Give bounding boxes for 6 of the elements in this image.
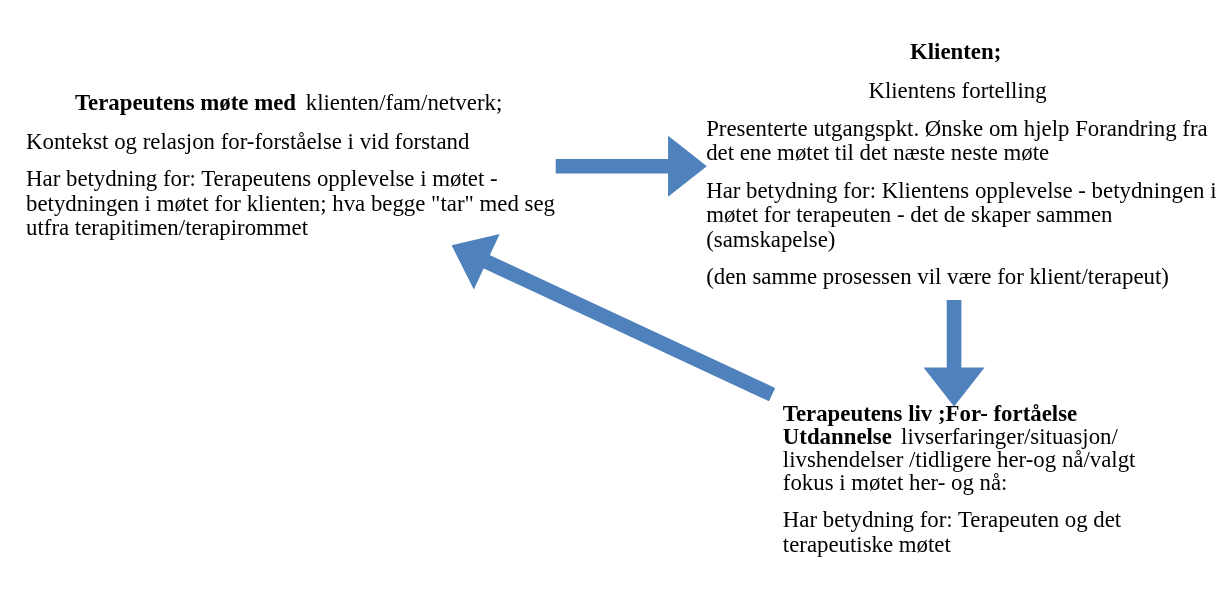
arrow [923, 299, 985, 406]
node-text: Terapeutens møte med klienten/fam/netverk; Kontekst og relasjon for-forståelse i vid forstand Har betydning for: Terapeutens opplevelse i møtet - betydningen i møtet for klienten; hva begge "tar" med seg utfra terapitimen/terapirommet [26, 89, 555, 240]
arrow [555, 135, 707, 197]
node-text: Klienten; Klientens fortelling Presenterte utgangspkt. Ønske om hjelp Forandring fra det ene møtet til det næste neste møte Har betydning for: Klientens opplevelse - betydningen i møtet for terapeuten - det de skaper sammen (samskapelse) (den samme prosessen vil være for klient/terapeut) [706, 38, 1217, 289]
arrow [451, 233, 776, 401]
node-text: Terapeutens liv ;For- fortåelse Utdannelse livserfaringer/situasjon/ livshendelser /tidligere her-og nå/valgt fokus i møtet her- og nå: Har betydning for: Terapeuten og det terapeutiske møtet [782, 400, 1136, 556]
